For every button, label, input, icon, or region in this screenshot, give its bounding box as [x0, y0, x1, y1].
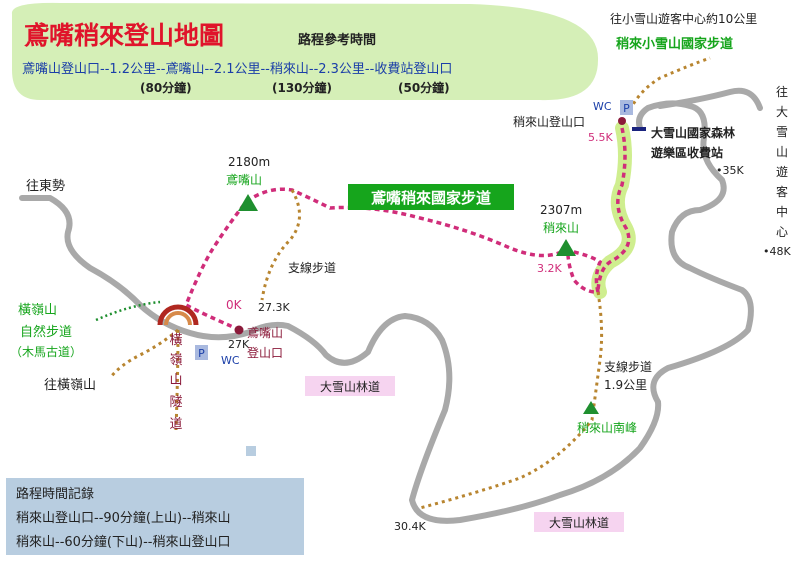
- shaolai-trailhead-marker: [618, 117, 626, 125]
- parking-icon-yuanzui: [195, 345, 208, 360]
- label-shaolai-trailhead: 稍來山登山口: [513, 114, 585, 129]
- label-wc-yuanzui: WC: [221, 354, 240, 367]
- time-record-panel: [6, 478, 304, 555]
- label-shaolai-elev: 2307m: [540, 203, 582, 217]
- label-to-hengling: 往橫嶺山: [44, 378, 96, 393]
- yuanzui-trailhead-marker: [234, 325, 244, 335]
- label-km-35: •35K: [716, 164, 744, 177]
- yuanzui-shaolai-trail-badge: [348, 184, 514, 210]
- label-km-30-4: 30.4K: [394, 520, 426, 533]
- road-to-visitor-center: [657, 87, 763, 111]
- svg-text:往: 往: [776, 84, 788, 99]
- label-branch-dist: 1.9公里: [604, 378, 647, 392]
- label-yuanzui-peak: 鳶嘴山: [226, 173, 262, 187]
- record-line-1: 稍來山登山口--90分鐘(上山)--稍來山: [16, 510, 230, 526]
- dxs-forest-road-badge-2: [534, 512, 624, 532]
- hengling-nature-trail-line: [95, 300, 161, 322]
- svg-text:雪: 雪: [776, 125, 788, 139]
- map-subtitle: 路程參考時間: [298, 32, 376, 48]
- road-to-dongshi: [19, 195, 662, 524]
- branch-trail-yuanzui: [260, 189, 301, 301]
- route-time-2: (130分鐘): [272, 80, 332, 95]
- label-km-5-5: 5.5K: [588, 131, 613, 144]
- label-km-0: 0K: [226, 298, 243, 312]
- label-forest-booth-1: 大雪山國家森林: [651, 125, 735, 140]
- label-shaolai-peak: 稍來山: [543, 221, 579, 235]
- parking-label-yuanzui: P: [198, 347, 205, 360]
- label-hengling-trail-3: （木馬古道）: [10, 344, 82, 359]
- label-hengling-trail-2: 自然步道: [20, 324, 72, 340]
- label-yuanzui-trailhead-2: 登山口: [247, 345, 283, 360]
- label-to-dxs-visitor-center: 往 大 雪 山 遊 客 中 心: [776, 84, 788, 239]
- main-trail: [183, 187, 603, 332]
- label-yuanzui-shaolai-trail: 鳶嘴稍來國家步道: [371, 189, 491, 207]
- map-title: 鳶嘴稍來登山地圖: [24, 21, 224, 50]
- branch-trails: [108, 56, 711, 510]
- label-dxs-forest-road: 大雪山林道: [320, 380, 380, 394]
- svg-text:橫: 橫: [169, 333, 182, 348]
- label-wc-shaolai: WC: [593, 100, 612, 113]
- route-time-3: (50分鐘): [398, 80, 450, 95]
- branch-trail-north: [628, 56, 711, 111]
- label-yuanzui-elev: 2180m: [228, 155, 270, 169]
- label-km-27: 27K: [228, 338, 250, 351]
- label-dxs-forest-road-2: 大雪山林道: [549, 516, 609, 530]
- record-title: 路程時間記錄: [16, 486, 94, 502]
- svg-text:山: 山: [169, 373, 182, 388]
- dxs-forest-road-badge: [305, 376, 395, 396]
- road-east-loop: [636, 100, 754, 405]
- label-forest-booth-2: 遊樂區收費站: [651, 145, 723, 160]
- road-marker-square: [246, 446, 256, 456]
- peak-shaolai-south-icon: [583, 401, 599, 414]
- label-to-visitor-center: 往小雪山遊客中心約10公里: [610, 11, 757, 26]
- label-shaolai-south-peak: 稍來山南峰: [577, 420, 637, 435]
- tunnel-icon: [157, 304, 199, 326]
- parking-label-shaolai: P: [623, 102, 630, 115]
- svg-text:客: 客: [776, 184, 788, 199]
- roads: [19, 87, 763, 524]
- record-line-2: 稍來山--60分鐘(下山)--稍來山登山口: [16, 534, 230, 550]
- label-km-27-3: 27.3K: [258, 301, 290, 314]
- label-shaolai-xiaoxueshan-trail: 稍來小雪山國家步道: [616, 36, 733, 52]
- svg-text:大: 大: [776, 105, 788, 119]
- svg-text:中: 中: [776, 204, 788, 219]
- branch-trail-tunnel: [174, 329, 180, 431]
- main-trail-upper: [596, 127, 631, 291]
- label-branch-trail: 支線步道: [288, 260, 336, 275]
- svg-text:道: 道: [169, 417, 182, 432]
- parking-icon-shaolai: [620, 100, 633, 115]
- branch-trail-hengling: [108, 328, 179, 379]
- svg-text:隧: 隧: [169, 394, 182, 410]
- svg-text:嶺: 嶺: [169, 353, 182, 368]
- route-line: 鳶嘴山登山口--1.2公里--鳶嘴山--2.1公里--稍來山--2.3公里--收…: [22, 62, 452, 77]
- route-time-1: (80分鐘): [140, 80, 192, 95]
- label-branch-trail-2: 支線步道: [604, 359, 652, 374]
- svg-text:山: 山: [776, 145, 788, 159]
- svg-text:遊: 遊: [776, 164, 788, 179]
- label-yuanzui-trailhead-1: 鳶嘴山: [247, 326, 283, 340]
- svg-text:心: 心: [776, 225, 788, 239]
- label-to-dongshi: 往東勢: [26, 178, 65, 194]
- header-panel: [11, 2, 599, 101]
- peak-shaolai-icon: [556, 239, 576, 256]
- label-km-3-2: 3.2K: [537, 262, 562, 275]
- peak-yuanzui-icon: [238, 194, 258, 211]
- forest-booth-marker: [632, 127, 646, 131]
- label-tunnel: 橫 嶺 山 隧 道: [169, 333, 182, 432]
- label-hengling-trail-1: 橫嶺山: [18, 303, 57, 318]
- label-km-48: •48K: [763, 245, 791, 258]
